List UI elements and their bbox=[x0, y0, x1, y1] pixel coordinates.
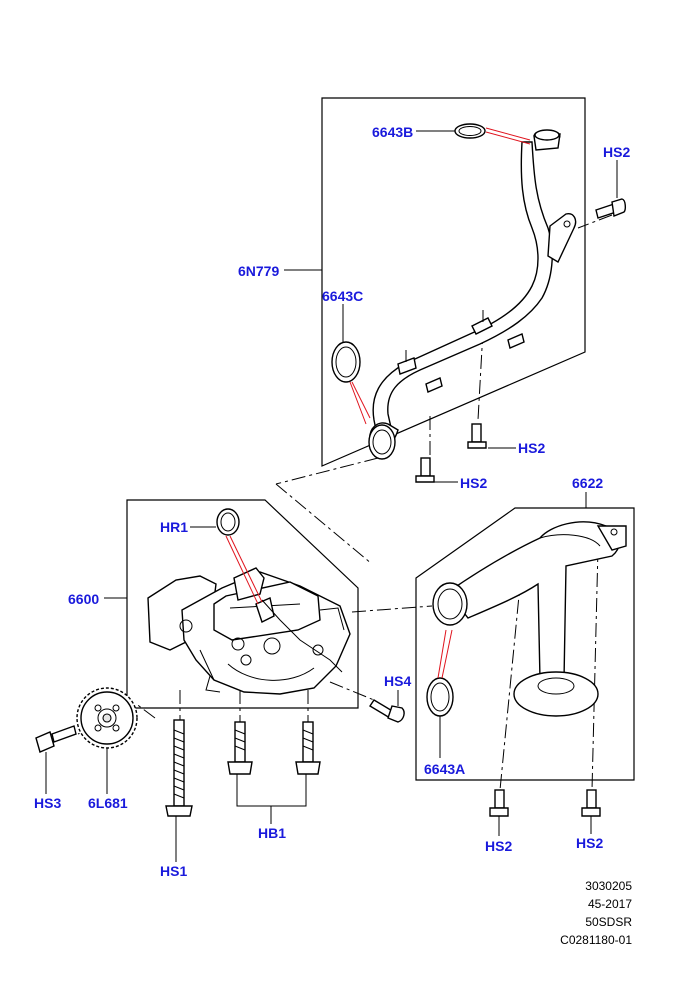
oil-pump-6600 bbox=[147, 567, 351, 695]
reference-line-1: 3030205 bbox=[585, 879, 632, 893]
oring-hr1 bbox=[216, 508, 240, 536]
label-seal-6643a: 6643A bbox=[424, 761, 465, 777]
label-bolt-hs2-pickup-left: HS2 bbox=[485, 838, 512, 854]
bolt-hb1-left bbox=[227, 721, 253, 775]
label-bolt-hs2-pipe-mid: HS2 bbox=[518, 440, 545, 456]
label-seal-6643b: 6643B bbox=[372, 124, 413, 140]
bolt-hs2-pipe-mid bbox=[467, 423, 487, 449]
pump-group-frame bbox=[126, 499, 359, 709]
bolt-hs2-bracket bbox=[595, 198, 627, 219]
reference-line-2: 45-2017 bbox=[588, 897, 632, 911]
oil-pickup-6622 bbox=[432, 521, 627, 717]
reference-line-3: 50SDSR bbox=[585, 915, 632, 929]
label-bolt-hs2-pickup-right: HS2 bbox=[576, 835, 603, 851]
pickup-group-frame bbox=[415, 507, 635, 781]
bolt-hs3 bbox=[35, 725, 77, 753]
sprocket-6l681 bbox=[76, 687, 138, 749]
bolt-hs2-pipe-low bbox=[415, 457, 435, 483]
stud-hs1 bbox=[165, 719, 193, 817]
label-pump-6600: 6600 bbox=[68, 591, 99, 607]
bolt-hb1-right bbox=[295, 721, 321, 775]
label-bolt-hs2-pipe-low: HS2 bbox=[460, 475, 487, 491]
oil-pipe-6n779 bbox=[368, 129, 577, 460]
label-pipe-6n779: 6N779 bbox=[238, 263, 279, 279]
label-pickup-6622: 6622 bbox=[572, 475, 603, 491]
bolt-hs2-pickup-left bbox=[489, 789, 509, 817]
label-stud-hs1: HS1 bbox=[160, 863, 187, 879]
label-bolt-hs4: HS4 bbox=[384, 673, 411, 689]
bolt-hs2-pickup-right bbox=[581, 789, 601, 817]
label-sprocket-6l681: 6L681 bbox=[88, 795, 128, 811]
label-bolt-hs3: HS3 bbox=[34, 795, 61, 811]
reference-line-4: C0281180-01 bbox=[560, 933, 632, 947]
label-bolt-hs2-bracket: HS2 bbox=[603, 144, 630, 160]
bolt-hs4 bbox=[369, 699, 405, 723]
label-seal-6643c: 6643C bbox=[322, 288, 363, 304]
pipe-group-frame bbox=[321, 97, 586, 467]
label-leaders bbox=[45, 130, 618, 862]
label-oring-hr1: HR1 bbox=[160, 519, 188, 535]
label-bolts-hb1: HB1 bbox=[258, 825, 286, 841]
